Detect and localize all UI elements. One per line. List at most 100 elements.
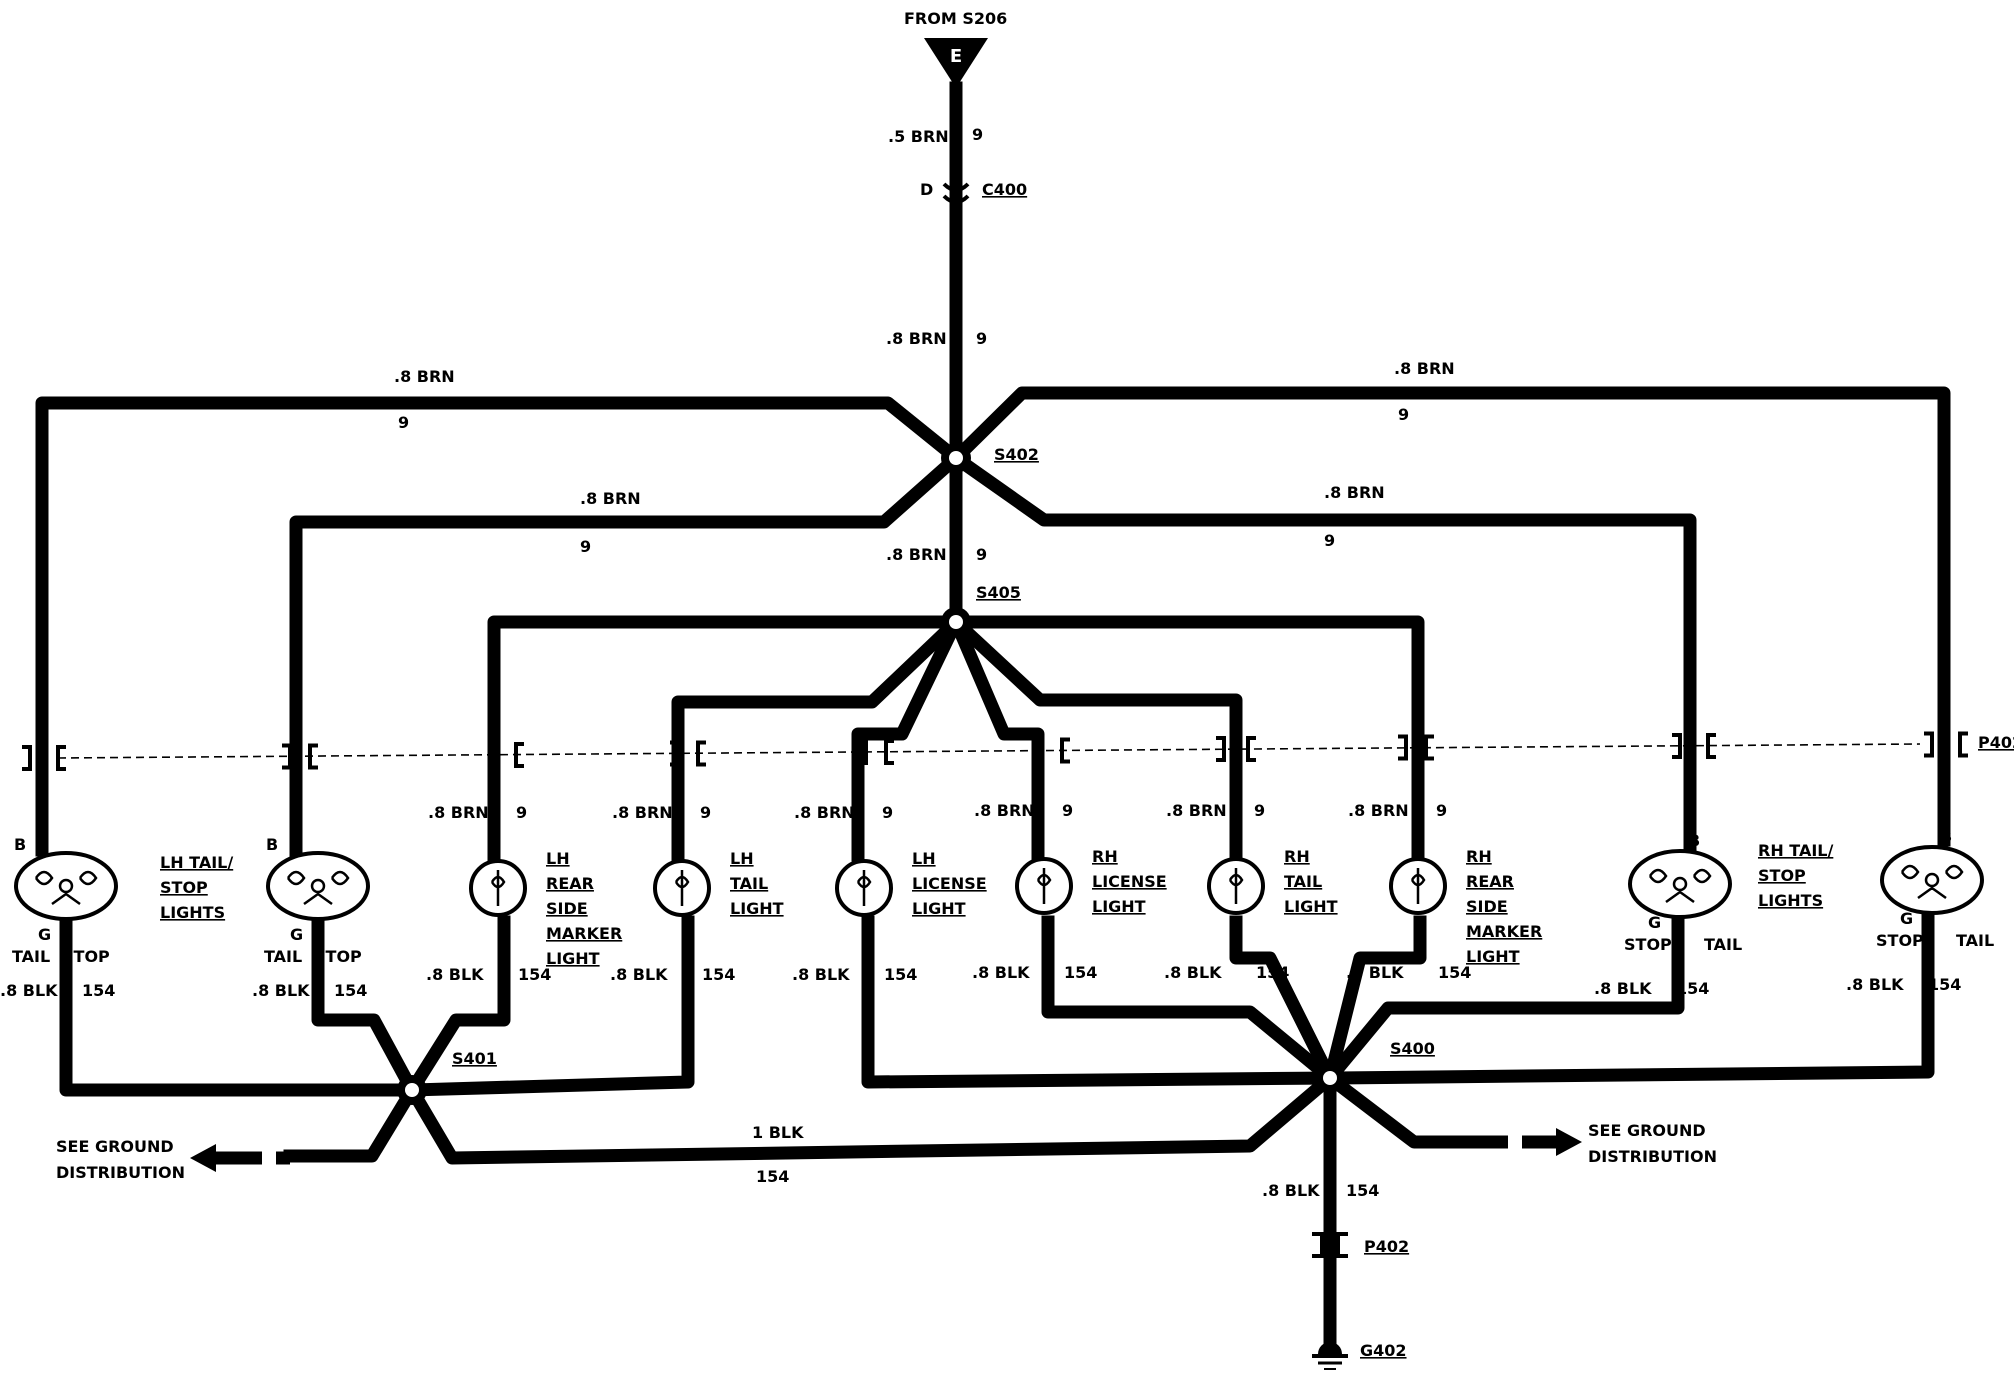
source-terminal: FROM S206 E	[904, 9, 1007, 88]
lamp-label-line: LIGHT	[546, 949, 600, 968]
wire-lh-tail-feed	[671, 612, 966, 862]
lamp-ground-gauge: .8 BLK	[1594, 979, 1652, 998]
filament-icon	[490, 870, 506, 906]
connector-p402-bracket	[1216, 736, 1256, 762]
feed-low-gauge: .8 BRN	[886, 545, 947, 564]
wire-rh-inner-feed	[946, 448, 1697, 855]
wire-lh-marker-ground	[403, 915, 511, 1099]
filament-icon	[34, 870, 98, 906]
wire-lh-inner-feed	[289, 448, 966, 857]
ground-arrow-left-icon	[190, 1144, 216, 1172]
wire-rh-marker-ground	[1322, 915, 1427, 1086]
wire-lh-inner-ground	[311, 915, 421, 1099]
rh-inner-circuit: 9	[1324, 531, 1335, 550]
ground-main-gauge: .8 BLK	[1262, 1181, 1320, 1200]
ground-main-circuit: 154	[1346, 1181, 1379, 1200]
lamp-ground-gauge: .8 BLK	[792, 965, 850, 984]
wires	[35, 81, 1951, 1347]
connector-p402-bracket	[858, 739, 894, 765]
see-ground-right-line-1: SEE GROUND	[1588, 1121, 1706, 1140]
connector-c400-symbol	[942, 182, 970, 204]
lamp-ground-gauge: .8 BLK	[1164, 963, 1222, 982]
lamp-label-line: LIGHT	[1466, 947, 1520, 966]
lamp-pin-stop: STOP	[314, 947, 362, 966]
lamp-label-line: LH	[546, 849, 570, 868]
lamp-ground-circuit: 154	[884, 965, 917, 984]
wire-lh-license-feed	[851, 613, 965, 862]
dual-filament-bulb-icon	[1628, 849, 1732, 919]
lamp-feed-circuit: 9	[516, 803, 527, 822]
lamp-label-line: LIGHT	[1284, 897, 1338, 916]
splice-s402-label: S402	[994, 445, 1039, 464]
lamp-ground-gauge: .8 BLK	[972, 963, 1030, 982]
connector-p402-bracket	[670, 740, 706, 767]
lamp-ground-gauge: .8 BLK	[610, 965, 668, 984]
lamp-label-line: RH	[1284, 847, 1310, 866]
splice-s401: S401	[397, 1049, 497, 1105]
lamp-pin-g: G	[38, 925, 51, 944]
wire-rh-license-feed	[947, 613, 1045, 862]
lamp-feed-gauge: .8 BRN	[1348, 801, 1409, 820]
connector-p402-label: P402	[1978, 733, 2014, 752]
wire-rh-license-ground	[1041, 915, 1340, 1088]
connector-c400-label: C400	[982, 180, 1027, 199]
lamp-pin-stop: STOP	[1876, 931, 1924, 950]
lamp-label-line: LIGHT	[1092, 897, 1146, 916]
lamp-ground-circuit: 154	[334, 981, 367, 1000]
connector-p402-bracket	[1398, 734, 1434, 761]
connector-p402-bracket	[1672, 733, 1716, 759]
lamp-pin-tail: TAIL	[1956, 931, 1994, 950]
wire-lh-outer-feed	[35, 396, 966, 857]
connector-p402-ground: P402	[1312, 1232, 1409, 1258]
lamp-feed-circuit: 9	[1436, 801, 1447, 820]
lamp-label-line: TAIL	[1284, 872, 1322, 891]
ground-distribution-left: SEE GROUND DISTRIBUTION	[56, 1137, 216, 1182]
lamp-pin-tail: TAIL	[1704, 935, 1742, 954]
feed-top-gauge: .5 BRN	[888, 127, 949, 146]
filament-icon	[856, 870, 872, 906]
lamp-label-line: MARKER	[1466, 922, 1542, 941]
lamp-ground-circuit: 154	[1438, 963, 1471, 982]
rh-tail-stop-group-label: RH TAIL/ STOP LIGHTS	[1758, 841, 1833, 910]
lamp-label-line: SIDE	[546, 899, 588, 918]
lamp-feed-gauge: .8 BRN	[428, 803, 489, 822]
connector-p402-bracket	[282, 743, 318, 770]
wire-lh-license-ground	[861, 915, 1337, 1089]
lamp-feed-gauge: .8 BRN	[612, 803, 673, 822]
wire-lh-marker-feed	[487, 615, 963, 862]
lamp-pin-b: B	[1940, 827, 1952, 846]
lamp-pin-g: G	[1900, 909, 1913, 928]
connector-p402-ground-bracket	[1312, 1232, 1348, 1258]
splice-s405: S405	[941, 583, 1021, 637]
lamp-ground-circuit: 154	[82, 981, 115, 1000]
rh-inner-gauge: .8 BRN	[1324, 483, 1385, 502]
lamp-ground-gauge: .8 BLK	[1346, 963, 1404, 982]
lamp-ground-circuit: 154	[702, 965, 735, 984]
lh-inner-gauge: .8 BRN	[580, 489, 641, 508]
wire-s401-ground-out	[283, 1081, 421, 1163]
splice-s402: S402	[941, 443, 1039, 473]
lamp-label-line: RH	[1092, 847, 1118, 866]
lamp-pin-g: G	[1648, 913, 1661, 932]
lamp-label-line: MARKER	[546, 924, 622, 943]
lamp-ground-gauge: .8 BLK	[0, 981, 58, 1000]
lamp-pin-g: G	[290, 925, 303, 944]
rh-outer-circuit: 9	[1398, 405, 1409, 424]
ground-g402: G402	[1312, 1341, 1407, 1370]
feed-top-circuit: 9	[972, 125, 983, 144]
feed-wire-labels: .5 BRN 9 .8 BRN 9 .8 BRN 9 .8 BRN 9 .8 B…	[394, 125, 1455, 1200]
lamp-ground-circuit: 154	[1676, 979, 1709, 998]
connector-p402-bracket	[488, 742, 524, 768]
dual-filament-bulb-icon	[266, 851, 370, 921]
splice-s400: S400	[1315, 1039, 1435, 1093]
lamp-pin-stop: STOP	[1624, 935, 1672, 954]
wire-s400-ground-right	[1320, 1068, 1469, 1149]
dual-filament-bulb-icon	[14, 851, 118, 921]
